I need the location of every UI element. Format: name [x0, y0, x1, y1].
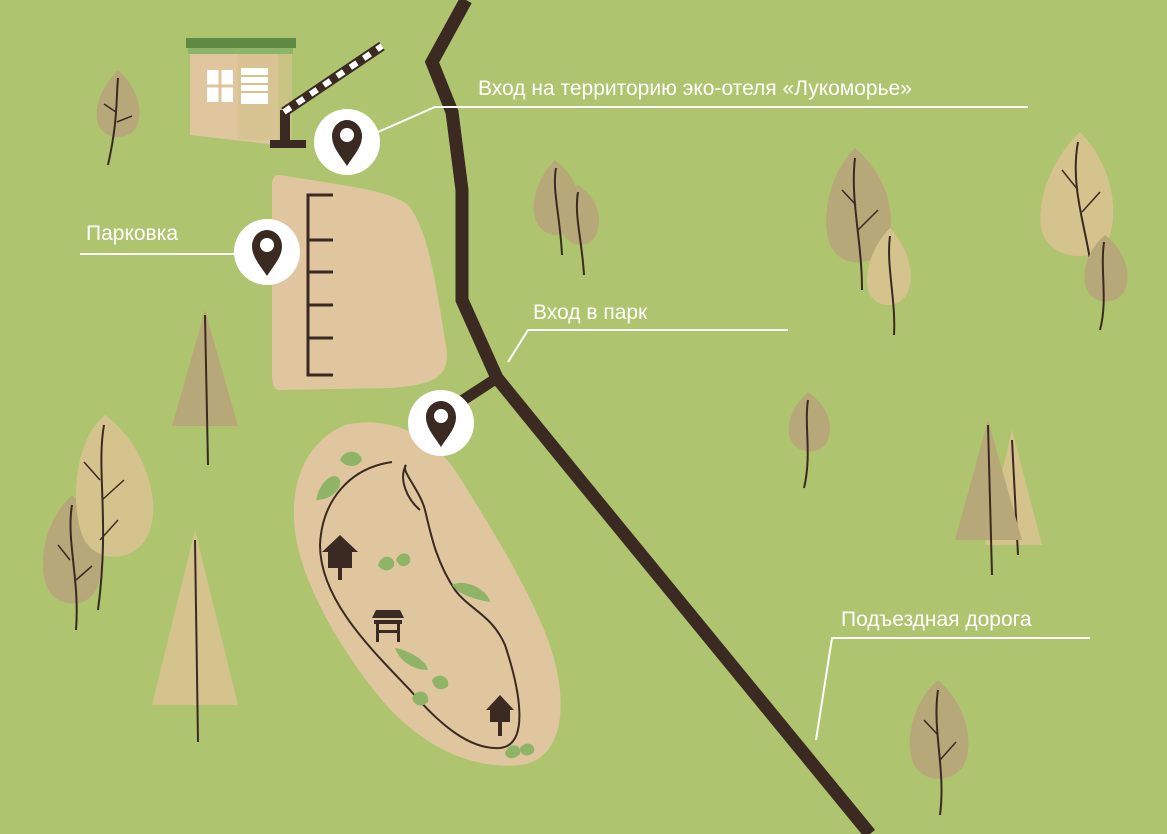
park-area: [293, 422, 561, 766]
cabin: [372, 610, 404, 642]
leader-line-access-road: [815, 637, 1090, 741]
location-pin-icon: [252, 230, 282, 276]
tree: [75, 415, 154, 611]
pin-parking[interactable]: [234, 219, 300, 285]
cabin: [322, 535, 358, 580]
bushes: [316, 451, 535, 759]
tree: [172, 310, 238, 466]
tree: [152, 530, 238, 743]
pin-park-entrance[interactable]: [408, 390, 474, 456]
label-park-entrance: Вход в парк: [533, 301, 648, 324]
label-parking: Парковка: [86, 222, 178, 245]
tree: [96, 70, 140, 166]
tree: [866, 228, 911, 336]
barrier-gate: [270, 41, 385, 148]
tree: [826, 148, 892, 291]
tree: [560, 185, 600, 276]
cabin: [486, 695, 514, 736]
tree: [955, 420, 1022, 576]
leader-line-park-entrance: [507, 329, 788, 363]
gatehouse: [186, 38, 296, 145]
parking-area: [272, 174, 447, 390]
label-hotel-entrance: Вход на территорию эко-отеля «Лукоморье»: [478, 77, 912, 100]
tree: [788, 392, 830, 489]
tree: [1084, 235, 1128, 331]
leader-line-hotel-entrance: [377, 106, 1028, 133]
location-pin-icon: [426, 401, 456, 447]
access-road: [424, 0, 876, 834]
pin-hotel-entrance[interactable]: [314, 109, 380, 175]
park-trail: [318, 461, 521, 750]
park-trail-hook: [402, 464, 421, 511]
tree: [1040, 132, 1114, 261]
label-access-road: Подъездная дорога: [841, 608, 1032, 631]
tree: [909, 680, 969, 816]
parking-spaces: [306, 193, 333, 377]
location-pin-icon: [332, 120, 362, 166]
